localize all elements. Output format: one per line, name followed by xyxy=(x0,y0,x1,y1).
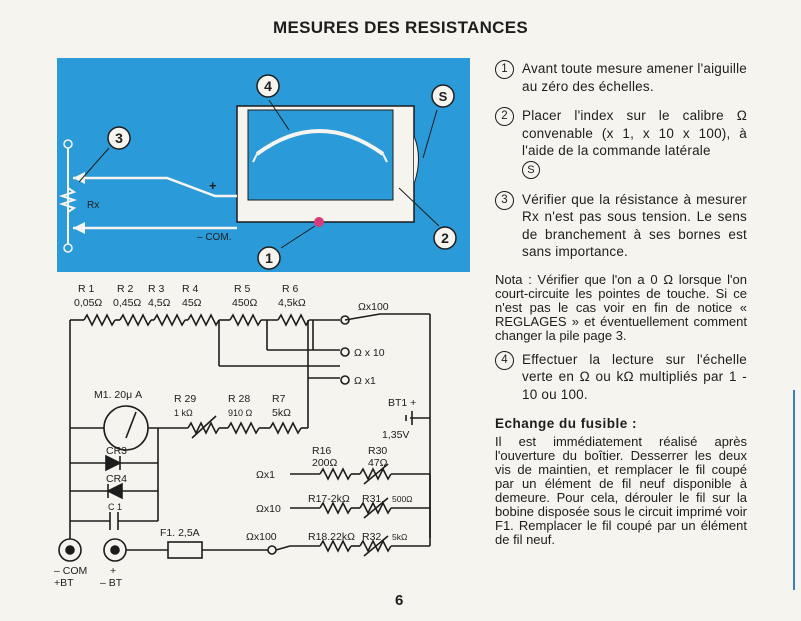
svg-text:R18.22kΩ: R18.22kΩ xyxy=(308,531,355,543)
callout-2: 2 xyxy=(433,226,457,250)
svg-text:200Ω: 200Ω xyxy=(312,457,338,469)
circuit-schematic: R 1 0,05Ω R 2 0,45Ω R 3 4,5Ω R 4 45Ω R 5… xyxy=(54,283,431,588)
step-number: 4 xyxy=(495,350,514,370)
meter-diagram: 3 4 S 2 1 Rx + – COM. xyxy=(58,74,457,270)
svg-text:Ωx100: Ωx100 xyxy=(246,531,277,543)
svg-text:CR3: CR3 xyxy=(106,445,127,457)
svg-text:1 kΩ: 1 kΩ xyxy=(174,408,193,418)
svg-text:45Ω: 45Ω xyxy=(182,297,202,309)
svg-text:4,5kΩ: 4,5kΩ xyxy=(278,297,306,309)
svg-text:R 1: R 1 xyxy=(78,283,95,295)
svg-text:Ωx1: Ωx1 xyxy=(256,469,275,481)
step-2: 2 Placer l'index sur le calibre Ω conven… xyxy=(495,107,747,179)
svg-text:CR4: CR4 xyxy=(106,473,127,485)
com-label: – COM. xyxy=(197,232,231,243)
svg-text:R17-2kΩ: R17-2kΩ xyxy=(308,493,350,505)
step-text: Effectuer la lecture sur l'échelle verte… xyxy=(522,351,747,402)
svg-text:F1. 2,5A: F1. 2,5A xyxy=(160,527,200,539)
svg-text:+: + xyxy=(110,565,116,577)
fuse-section-title: Echange du fusible : xyxy=(495,416,638,431)
svg-text:R31.: R31. xyxy=(362,493,384,505)
svg-text:R 29: R 29 xyxy=(174,393,196,405)
selector-slot xyxy=(396,120,402,166)
page-title: MESURES DES RESISTANCES xyxy=(272,18,529,37)
step-number: 1 xyxy=(495,60,514,79)
svg-text:910 Ω: 910 Ω xyxy=(228,408,253,418)
svg-text:Ωx10: Ωx10 xyxy=(256,503,281,515)
step-number: 3 xyxy=(495,190,514,210)
step-text: Vérifier que la résistance à mesurer Rx … xyxy=(522,191,747,260)
svg-text:M1. 20μ A: M1. 20μ A xyxy=(94,389,142,401)
step-text: Placer l'index sur le calibre Ω convenab… xyxy=(522,107,747,179)
svg-text:5kΩ: 5kΩ xyxy=(272,407,291,419)
svg-text:1: 1 xyxy=(265,250,273,266)
svg-text:– COM: – COM xyxy=(54,565,87,577)
svg-text:1,35V: 1,35V xyxy=(382,429,409,441)
callout-4: 4 xyxy=(256,74,280,98)
meter-illustration: 3 4 S 2 1 Rx + – COM. xyxy=(57,58,470,272)
note-paragraph: Nota : Vérifier que l'on a 0 Ω lorsque l… xyxy=(495,271,747,343)
step-3: 3 Vérifier que la résistance à mesurer R… xyxy=(495,190,747,261)
svg-text:– BT: – BT xyxy=(100,577,123,588)
side-knob xyxy=(413,135,419,185)
svg-text:R 3: R 3 xyxy=(148,283,165,295)
svg-text:0,05Ω: 0,05Ω xyxy=(74,297,102,309)
svg-text:3: 3 xyxy=(115,130,123,146)
svg-text:BT1 +: BT1 + xyxy=(388,397,416,409)
svg-text:5kΩ: 5kΩ xyxy=(392,532,407,542)
step-1: 1 Avant toute mesure amener l'aiguille a… xyxy=(495,60,747,95)
svg-text:47Ω: 47Ω xyxy=(368,457,388,469)
svg-text:Ωx100: Ωx100 xyxy=(358,301,389,313)
svg-text:4,5Ω: 4,5Ω xyxy=(148,297,171,309)
svg-text:R 5: R 5 xyxy=(234,283,251,295)
page-edge-mark xyxy=(793,390,795,590)
svg-text:R 28: R 28 xyxy=(228,393,250,405)
svg-text:450Ω: 450Ω xyxy=(232,297,258,309)
callout-s: S xyxy=(431,84,455,108)
meter-window xyxy=(247,109,394,201)
svg-text:+BT: +BT xyxy=(54,577,74,588)
page-number: 6 xyxy=(395,592,404,609)
step-text: Avant toute mesure amener l'aiguille au … xyxy=(522,61,747,94)
step-number: 2 xyxy=(495,107,514,126)
svg-text:R32: R32 xyxy=(362,531,381,543)
svg-text:R30: R30 xyxy=(368,445,387,457)
callout-3: 3 xyxy=(107,126,131,150)
meter-scale-arc xyxy=(255,129,385,156)
svg-text:500Ω: 500Ω xyxy=(392,494,413,504)
svg-text:C 1: C 1 xyxy=(108,502,122,512)
svg-text:2: 2 xyxy=(441,230,449,246)
svg-text:R 2: R 2 xyxy=(117,283,134,295)
selector-index xyxy=(396,176,402,192)
svg-text:Ω x 10: Ω x 10 xyxy=(354,347,385,359)
svg-text:0,45Ω: 0,45Ω xyxy=(113,297,141,309)
step-4: 4 Effectuer la lecture sur l'échelle ver… xyxy=(495,350,747,404)
svg-text:R16: R16 xyxy=(312,445,331,457)
fuse-section-text: Il est immédiatement réalisé après l'ouv… xyxy=(495,433,747,547)
svg-text:S: S xyxy=(439,89,448,104)
plus-label: + xyxy=(209,178,217,193)
zero-adjust-knob xyxy=(314,217,324,227)
svg-text:R 6: R 6 xyxy=(282,283,299,295)
svg-text:R 4: R 4 xyxy=(182,283,199,295)
rx-label: Rx xyxy=(87,200,99,211)
instructions-column: 1 Avant toute mesure amener l'aiguille a… xyxy=(495,60,747,547)
selector-symbol: S xyxy=(522,160,540,179)
svg-text:Ω x1: Ω x1 xyxy=(354,375,376,387)
svg-text:4: 4 xyxy=(264,78,272,94)
svg-text:R7: R7 xyxy=(272,393,286,405)
callout-1: 1 xyxy=(257,246,281,270)
